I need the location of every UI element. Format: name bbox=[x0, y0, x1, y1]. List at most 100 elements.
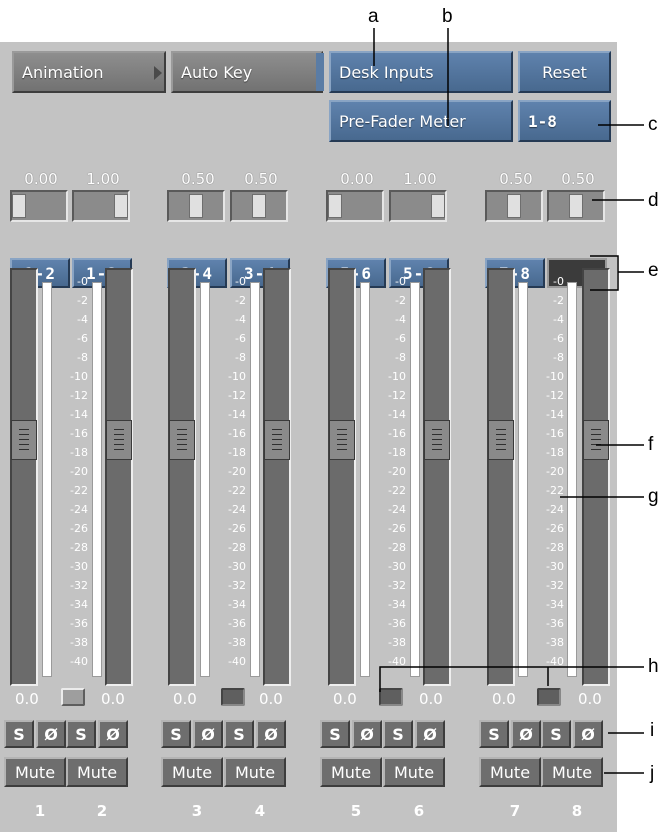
pan-knob[interactable] bbox=[569, 194, 583, 218]
channel-2-pan-slider[interactable] bbox=[72, 190, 130, 222]
channel-2-fader-track[interactable] bbox=[105, 268, 133, 686]
animation-menu-button[interactable]: Animation bbox=[12, 51, 166, 93]
meter-scale-label: -8 bbox=[395, 351, 406, 364]
meter-scale-label: -32 bbox=[70, 579, 88, 592]
channel-8-fader-track[interactable] bbox=[582, 268, 610, 686]
pan-knob[interactable] bbox=[189, 194, 203, 218]
pan-knob[interactable] bbox=[328, 194, 342, 218]
channel-5-fader-track[interactable] bbox=[328, 268, 356, 686]
channel-8-mute-button[interactable]: Mute bbox=[541, 757, 603, 787]
channel-1-pan-slider[interactable] bbox=[10, 190, 68, 222]
pan-knob[interactable] bbox=[431, 194, 445, 218]
channel-4-number: 4 bbox=[254, 802, 266, 820]
channel-6-mute-button[interactable]: Mute bbox=[383, 757, 445, 787]
channel-6-fader-track[interactable] bbox=[423, 268, 451, 686]
channel-1-fader-track[interactable] bbox=[10, 268, 38, 686]
channel-8-number: 8 bbox=[571, 802, 583, 820]
channel-4-solo-button[interactable]: S bbox=[224, 720, 254, 748]
channel-8-pan-slider[interactable] bbox=[547, 190, 605, 222]
meter-scale-label: -16 bbox=[546, 427, 564, 440]
meter-scale-label: -22 bbox=[228, 484, 246, 497]
meter-scale-label: -12 bbox=[70, 389, 88, 402]
meter-scale-label: -10 bbox=[228, 370, 246, 383]
channel-4-phase-button[interactable]: Ø bbox=[256, 720, 286, 748]
pan-knob[interactable] bbox=[12, 194, 26, 218]
pan-knob[interactable] bbox=[114, 194, 128, 218]
desk-inputs-label: Desk Inputs bbox=[339, 62, 434, 82]
callout-i: i bbox=[650, 720, 655, 741]
channel-3-mute-button[interactable]: Mute bbox=[161, 757, 223, 787]
channel-3-phase-button[interactable]: Ø bbox=[193, 720, 223, 748]
channel-3-solo-button[interactable]: S bbox=[161, 720, 191, 748]
meter-scale-label: -12 bbox=[388, 389, 406, 402]
desk-inputs-button[interactable]: Desk Inputs bbox=[329, 51, 513, 93]
channel-8-solo-button[interactable]: S bbox=[541, 720, 571, 748]
channel-7-phase-button[interactable]: Ø bbox=[511, 720, 541, 748]
meter-scale-label: -4 bbox=[553, 313, 564, 326]
channel-4-pan-slider[interactable] bbox=[230, 190, 288, 222]
channel-6-pan-slider[interactable] bbox=[389, 190, 447, 222]
channel-3-number: 3 bbox=[191, 802, 203, 820]
meter-scale-label: -38 bbox=[70, 636, 88, 649]
meter-scale-label: -10 bbox=[70, 370, 88, 383]
channel-8-bottom-value: 0.0 bbox=[578, 690, 602, 708]
channel-2-mute-button[interactable]: Mute bbox=[66, 757, 128, 787]
channel-3-bottom-value: 0.0 bbox=[173, 690, 197, 708]
pre-fader-meter-button[interactable]: Pre-Fader Meter bbox=[329, 100, 513, 142]
reset-button[interactable]: Reset bbox=[518, 51, 611, 93]
channel-7-pan-slider[interactable] bbox=[485, 190, 543, 222]
reset-label: Reset bbox=[542, 62, 587, 82]
channel-5-mute-button[interactable]: Mute bbox=[320, 757, 382, 787]
meter-scale-label: -32 bbox=[388, 579, 406, 592]
meter-scale-label: -8 bbox=[235, 351, 246, 364]
channel-2-phase-button[interactable]: Ø bbox=[98, 720, 128, 748]
fader-handle[interactable] bbox=[583, 420, 609, 460]
channel-7-fader-track[interactable] bbox=[487, 268, 515, 686]
channel-1-solo-button[interactable]: S bbox=[4, 720, 34, 748]
channel-4-fader-track[interactable] bbox=[263, 268, 291, 686]
channel-5-phase-button[interactable]: Ø bbox=[352, 720, 382, 748]
channel-3-fader-track[interactable] bbox=[168, 268, 196, 686]
channel-8-phase-button[interactable]: Ø bbox=[573, 720, 603, 748]
fader-handle[interactable] bbox=[424, 420, 450, 460]
channel-2-bottom-value: 0.0 bbox=[101, 690, 125, 708]
meter-scale-label: -2 bbox=[553, 294, 564, 307]
channel-5-pan-slider[interactable] bbox=[326, 190, 384, 222]
pan-knob[interactable] bbox=[252, 194, 266, 218]
channel-1-mute-button[interactable]: Mute bbox=[4, 757, 66, 787]
fader-handle[interactable] bbox=[488, 420, 514, 460]
meter-scale-label: -24 bbox=[546, 503, 564, 516]
channel-1-phase-button[interactable]: Ø bbox=[36, 720, 66, 748]
stereo-link-button[interactable] bbox=[221, 688, 245, 706]
channel-range-button[interactable]: 1-8 bbox=[518, 100, 611, 142]
meter-scale-label: -6 bbox=[553, 332, 564, 345]
stereo-link-button[interactable] bbox=[61, 688, 85, 706]
fader-handle[interactable] bbox=[329, 420, 355, 460]
channel-7-mute-button[interactable]: Mute bbox=[479, 757, 541, 787]
channel-7-solo-button[interactable]: S bbox=[479, 720, 509, 748]
fader-handle[interactable] bbox=[264, 420, 290, 460]
channel-5-solo-button[interactable]: S bbox=[320, 720, 350, 748]
meter-scale-label: -28 bbox=[546, 541, 564, 554]
stereo-link-button[interactable] bbox=[537, 688, 561, 706]
meter-scale-label: -20 bbox=[388, 465, 406, 478]
channel-4-top-value: 0.50 bbox=[244, 170, 278, 188]
fader-handle[interactable] bbox=[11, 420, 37, 460]
auto-key-button[interactable]: Auto Key bbox=[171, 51, 323, 93]
fader-handle[interactable] bbox=[169, 420, 195, 460]
callout-f: f bbox=[648, 434, 654, 455]
meter-scale-label: -40 bbox=[388, 655, 406, 668]
stereo-link-button[interactable] bbox=[379, 688, 403, 706]
meter-scale-label: -8 bbox=[553, 351, 564, 364]
channel-2-level-meter bbox=[92, 282, 102, 677]
channel-4-mute-button[interactable]: Mute bbox=[224, 757, 286, 787]
fader-handle[interactable] bbox=[106, 420, 132, 460]
pan-knob[interactable] bbox=[507, 194, 521, 218]
channel-2-solo-button[interactable]: S bbox=[66, 720, 96, 748]
meter-scale-label: -2 bbox=[77, 294, 88, 307]
meter-scale-label: -10 bbox=[388, 370, 406, 383]
channel-2-top-value: 1.00 bbox=[86, 170, 120, 188]
channel-3-pan-slider[interactable] bbox=[167, 190, 225, 222]
channel-6-phase-button[interactable]: Ø bbox=[415, 720, 445, 748]
channel-6-solo-button[interactable]: S bbox=[383, 720, 413, 748]
